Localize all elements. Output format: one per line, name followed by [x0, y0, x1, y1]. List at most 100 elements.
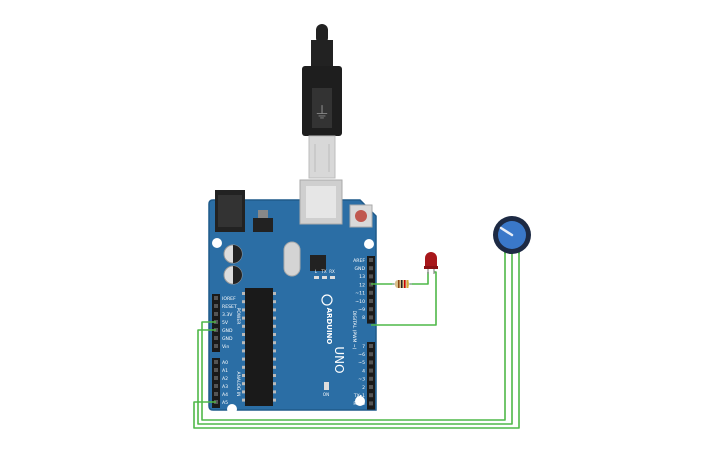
header-pin[interactable] [369, 401, 373, 406]
header-pin[interactable] [369, 274, 373, 279]
header-pin[interactable] [369, 299, 373, 303]
header-pin[interactable] [214, 296, 218, 300]
regulator-tab [258, 210, 268, 218]
header-pin[interactable] [369, 360, 373, 365]
pin-label: 7 [362, 344, 365, 350]
chip-pin [273, 308, 276, 312]
chip-pin [242, 374, 245, 377]
pin-label: IOREF [222, 296, 236, 302]
pin-label: ~9 [358, 307, 365, 313]
pin-label: GND [222, 328, 233, 334]
wire-a5-pot[interactable] [193, 252, 520, 429]
led-rx [330, 276, 335, 279]
header-pin[interactable] [369, 258, 373, 262]
header-pin[interactable] [214, 384, 218, 388]
header-pin[interactable] [214, 304, 218, 308]
potentiometer[interactable] [493, 216, 531, 254]
pin-label: ~5 [358, 360, 365, 366]
wire-led-pin9[interactable] [371, 271, 437, 326]
chip-pin [273, 333, 276, 336]
chip-pin [242, 365, 245, 369]
chip-pin [273, 292, 276, 295]
digital-header-label: DIGITAL (PWM ~) [351, 311, 357, 350]
header-pin[interactable] [214, 392, 218, 396]
pot-indicator [499, 226, 514, 237]
reset-button-cap[interactable] [355, 210, 367, 222]
header-pin[interactable] [214, 312, 218, 316]
uno-model-text: UNO [332, 346, 346, 373]
arduino-board[interactable]: L TX RX ARDUINO UNO ON POWER ANALOG IN D… [208, 179, 377, 414]
led-rim [424, 266, 438, 269]
resistor[interactable] [392, 280, 412, 288]
header-pin[interactable] [214, 336, 218, 340]
chip-pin [242, 308, 245, 312]
chip-pin [273, 357, 276, 361]
header-pin[interactable] [369, 368, 373, 373]
chip-pin [242, 390, 245, 394]
usb-plug-metal [308, 135, 336, 179]
chip-pin [273, 398, 276, 402]
analog-header-label: ANALOG IN [235, 371, 241, 396]
header-pin[interactable] [214, 368, 218, 372]
mounting-hole [212, 238, 222, 248]
red-led[interactable] [424, 252, 438, 274]
pin-label: RX◂0 [353, 401, 365, 407]
header-pin[interactable] [369, 344, 373, 348]
pin-label: A5 [222, 400, 228, 406]
crystal-oscillator [283, 241, 301, 277]
header-pin[interactable] [369, 290, 373, 295]
arduino-infinity-icon [321, 294, 333, 306]
chip-pin [242, 292, 245, 295]
pin-label: ~11 [355, 291, 365, 297]
usb-icon: ⏚ [314, 103, 330, 122]
voltage-regulator [253, 218, 273, 232]
chip-pin [273, 300, 276, 304]
wire-5v-pot[interactable] [201, 252, 506, 421]
pin-label: GND [222, 336, 233, 342]
pin-label: A0 [222, 360, 228, 366]
header-pin[interactable] [369, 315, 373, 320]
chip-pin [273, 382, 276, 386]
resistor-band [401, 280, 403, 288]
wire-gnd-pot[interactable] [197, 252, 513, 425]
header-pin[interactable] [214, 360, 218, 364]
mounting-hole [364, 239, 374, 249]
wire-resistor-led[interactable] [410, 272, 429, 285]
header-strip [367, 342, 375, 410]
on-led-label: ON [323, 392, 329, 397]
chip-pin [273, 374, 276, 377]
header-pin[interactable] [214, 376, 218, 380]
header-pin[interactable] [369, 307, 373, 312]
chip-pin [242, 324, 245, 328]
chip-pin [242, 382, 245, 386]
header-pin[interactable] [369, 266, 373, 271]
header-pin[interactable] [369, 352, 373, 357]
header-strip [367, 256, 375, 324]
pin-label: A4 [222, 392, 228, 398]
header-pin[interactable] [214, 344, 218, 348]
header-pin[interactable] [369, 376, 373, 381]
usb-logo-area [312, 88, 332, 128]
led-rx-label: RX [329, 269, 335, 274]
pin-label: RESET [222, 304, 237, 310]
usb-b-socket-inner [306, 186, 336, 218]
chip-pin [273, 365, 276, 369]
pin-label: 5V [222, 320, 229, 326]
chip-pin [273, 324, 276, 328]
pin-label: ~3 [358, 377, 365, 383]
pin-label: 2 [362, 385, 365, 391]
usb-cable-strain-relief [316, 24, 328, 44]
header-pin[interactable] [369, 393, 373, 398]
pin-label: 4 [362, 368, 365, 374]
usb-cable[interactable]: ⏚ [302, 24, 342, 179]
chip-pin [242, 316, 245, 320]
chip-pin [242, 357, 245, 361]
chip-pin [273, 349, 276, 353]
usb-controller-chip [310, 255, 326, 271]
chip-pin [242, 398, 245, 402]
header-pin[interactable] [369, 385, 373, 389]
